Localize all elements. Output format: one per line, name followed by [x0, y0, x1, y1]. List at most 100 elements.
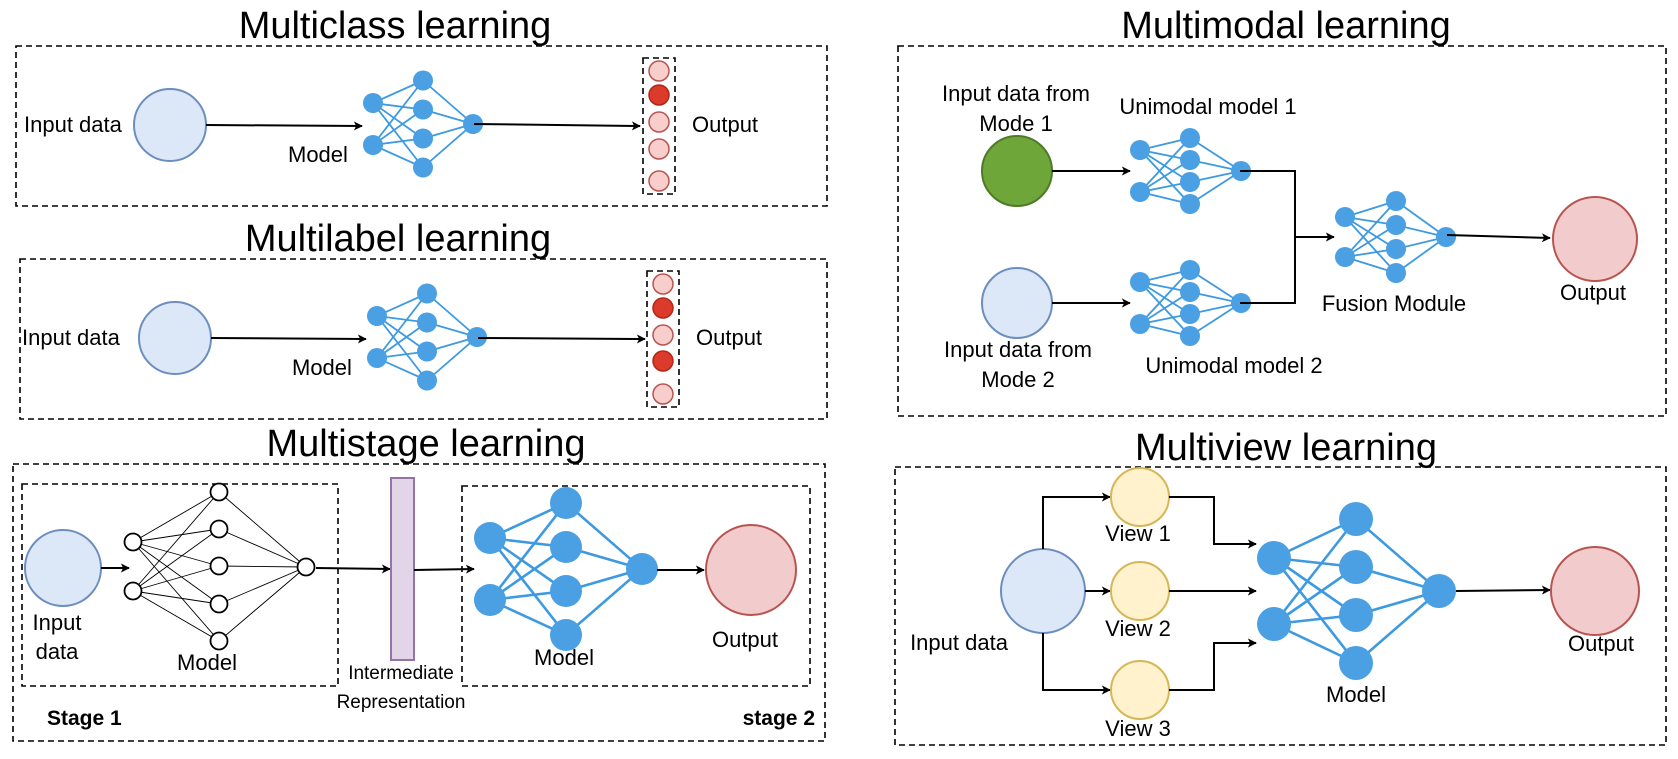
mode2-input-label-2: Mode 2 — [981, 367, 1054, 392]
fusion-neuron — [1386, 263, 1406, 283]
unimodal2-edge — [1189, 269, 1242, 304]
fusion-edge — [1344, 224, 1397, 258]
stage1-edge — [218, 566, 307, 605]
multiview-model-network — [1257, 502, 1456, 680]
multilabel-input-node — [138, 301, 212, 375]
multiview-neuron — [1339, 646, 1373, 680]
multiclass-neuron — [413, 70, 433, 91]
multiclass-neuron — [463, 114, 483, 134]
stage1-edge — [132, 528, 220, 592]
stage1-edge — [218, 528, 307, 568]
fusion-neuron — [1386, 191, 1406, 211]
stage2-edge — [488, 502, 568, 601]
multiclass-edge — [422, 123, 474, 169]
stage1-edge — [132, 491, 220, 543]
multiview-output-arrow — [1455, 585, 1551, 595]
multistage-title: Multistage learning — [267, 423, 586, 465]
multilabel-output-unit — [652, 297, 674, 319]
multiclass-output-frame — [642, 57, 676, 195]
stage2-edge — [565, 502, 643, 570]
stage1-neuron — [296, 557, 316, 577]
stage1-edge — [132, 590, 220, 605]
multiview-edge — [1272, 557, 1358, 664]
multimodal-output-label: Output — [1560, 280, 1626, 305]
mode1-input-node — [981, 135, 1053, 207]
stage1-neuron — [209, 631, 229, 651]
multiview-input-label: Input data — [910, 630, 1009, 655]
stage1-edge — [132, 541, 220, 567]
stage1-neuron — [209, 482, 229, 502]
multiclass-neuron — [363, 135, 383, 155]
multiview-frame — [894, 466, 1667, 746]
fusion-neuron — [1386, 215, 1406, 235]
stage1-label: Stage 1 — [47, 707, 122, 730]
fusion-neuron — [1335, 247, 1355, 267]
stage2-neuron — [474, 584, 506, 616]
view2-label: View 2 — [1105, 616, 1171, 641]
unimodal1-neuron — [1180, 172, 1200, 192]
multiview-neuron — [1339, 550, 1373, 584]
unimodal2-edge — [1189, 302, 1242, 337]
view3-branch-arrow — [1042, 633, 1111, 695]
stage2-frame — [461, 485, 811, 687]
multilabel-edge — [376, 315, 428, 382]
multiview-input-node — [1000, 548, 1086, 634]
stage1-edge — [218, 566, 307, 642]
multilabel-output-unit — [652, 383, 674, 405]
multiview-edge — [1272, 518, 1358, 625]
multiview-model-label: Model — [1326, 682, 1386, 707]
unimodal-merge-connector — [1240, 170, 1296, 304]
multiclass-output-unit — [648, 111, 670, 133]
multiclass-output-unit — [648, 170, 670, 192]
stage2-model-label: Model — [534, 645, 594, 670]
fusion-module-label: Fusion Module — [1322, 291, 1466, 316]
fusion-edge — [1344, 216, 1397, 250]
stage1-edge — [132, 590, 220, 642]
unimodal1-label: Unimodal model 1 — [1119, 94, 1296, 119]
mode2-input-node — [981, 267, 1053, 339]
multilabel-neuron — [467, 327, 487, 347]
multiclass-output-label: Output — [692, 112, 758, 137]
multilabel-edge — [426, 336, 478, 382]
multiclass-output-unit — [648, 60, 670, 82]
multistage-input-label-1: Input — [33, 610, 82, 635]
multilabel-neuron — [367, 348, 387, 368]
multilabel-input-arrow — [210, 334, 367, 344]
multilabel-title: Multilabel learning — [245, 218, 551, 260]
multiview-title: Multiview learning — [1135, 427, 1437, 469]
unimodal1-edge — [1189, 137, 1242, 172]
multimodal-output-node — [1552, 196, 1638, 282]
multiclass-neuron — [363, 93, 383, 113]
stage1-neuron — [123, 581, 143, 601]
multilabel-output-frame — [646, 270, 680, 408]
view3-node — [1110, 660, 1170, 720]
fusion-neuron — [1335, 207, 1355, 227]
intermediate-label-1: Intermediate — [348, 663, 454, 684]
multilabel-output-unit — [652, 273, 674, 295]
stage2-model-network — [474, 487, 658, 651]
unimodal2-label: Unimodal model 2 — [1145, 353, 1322, 378]
multiview-output-label: Output — [1568, 631, 1634, 656]
stage2-edge — [565, 568, 643, 636]
unimodal1-neuron — [1130, 140, 1150, 160]
multiclass-frame — [15, 45, 828, 207]
stage1-edge — [218, 565, 307, 568]
stage1-neuron — [209, 556, 229, 576]
mode1-input-label-1: Input data from — [942, 81, 1090, 106]
multilabel-output-arrow — [477, 334, 646, 344]
multimodal-frame — [897, 45, 1667, 417]
multimodal-title: Multimodal learning — [1121, 5, 1451, 47]
view1-node — [1110, 467, 1170, 527]
multiclass-edge — [372, 79, 424, 146]
mode1-input-label-2: Mode 1 — [979, 111, 1052, 136]
multiclass-output-vector — [648, 60, 670, 192]
multiview-edge — [1355, 590, 1440, 664]
multiclass-neuron — [413, 128, 433, 149]
multiclass-neuron — [413, 157, 433, 178]
multilabel-output-vector — [652, 273, 674, 405]
stage1-edge — [132, 541, 220, 642]
stage2-neuron — [550, 619, 582, 651]
stage1-neuron — [209, 519, 229, 539]
intermediate-label-2: Representation — [337, 692, 466, 713]
fusion-neuron — [1436, 227, 1456, 247]
